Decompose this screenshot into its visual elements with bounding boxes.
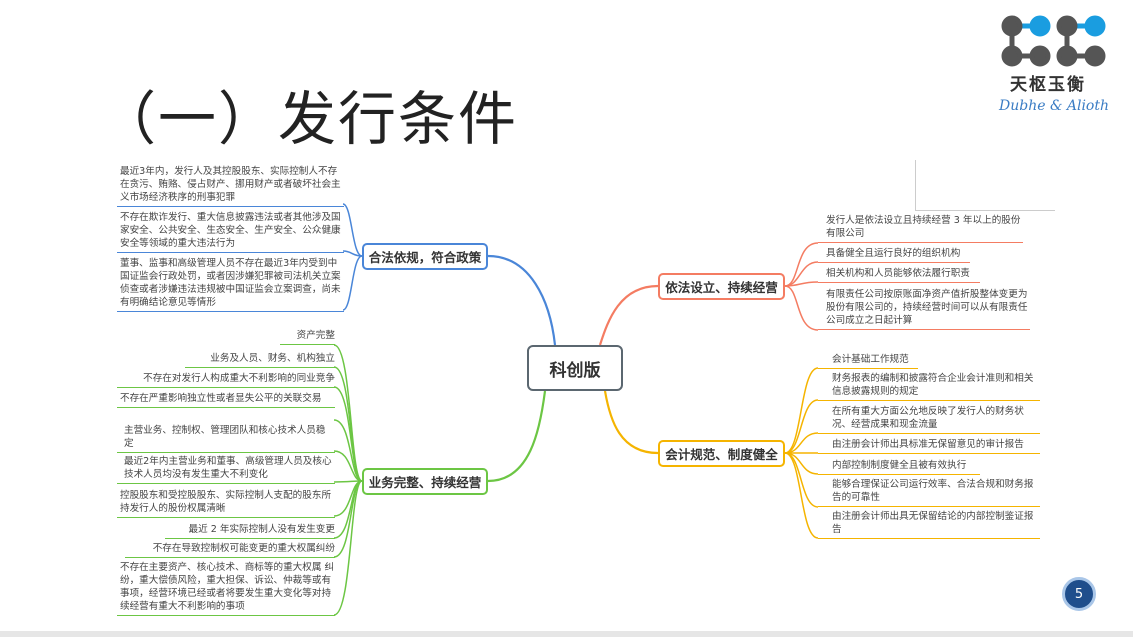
connector-business: [487, 390, 547, 483]
leaf-item[interactable]: 不存在主要资产、核心技术、商标等的重大权属 纠纷，重大偿债风险，重大担保、诉讼、…: [117, 561, 335, 616]
leaf-item[interactable]: 不存在欺诈发行、重大信息披露违法或者其他涉及国家安全、公共安全、生态安全、生产安…: [117, 211, 344, 253]
connector-established: [598, 284, 659, 346]
leaf-item[interactable]: 发行人是依法设立且持续经营 3 年以上的股份有限公司: [818, 214, 1023, 243]
logo-molecule-icon: [1001, 15, 1106, 67]
leaf-item[interactable]: 由注册会计师出具标准无保留意见的审计报告: [818, 438, 1040, 454]
leaf-item[interactable]: 最近2年内主营业务和董事、高级管理人员及核心技术人员均没有发生重大不利变化: [117, 455, 335, 484]
central-topic[interactable]: 科创版: [527, 345, 623, 391]
branch-accounting-standards[interactable]: 会计规范、制度健全: [658, 440, 785, 467]
bottom-bar: [0, 631, 1133, 637]
connector-accounting: [603, 390, 659, 455]
leaf-item[interactable]: 内部控制制度健全且被有效执行: [818, 459, 980, 475]
company-logo: 天枢玉衡 Dubhe & Alioth: [995, 14, 1115, 124]
leaf-item[interactable]: 由注册会计师出具无保留结论的内部控制鉴证报告: [818, 510, 1040, 539]
leaf-item[interactable]: 会计基础工作规范: [818, 353, 918, 369]
branch-legally-established[interactable]: 依法设立、持续经营: [658, 273, 785, 300]
slide-title: （一）发行条件: [98, 85, 519, 153]
branch-business-integrity[interactable]: 业务完整、持续经营: [362, 468, 488, 495]
leaf-item[interactable]: 相关机构和人员能够依法履行职责: [818, 267, 980, 283]
leaf-item[interactable]: 业务及人员、财务、机构独立: [185, 352, 335, 368]
leaf-item[interactable]: 最近 2 年实际控制人没有发生变更: [165, 523, 335, 539]
page-number-badge: 5: [1062, 577, 1096, 611]
leaf-item[interactable]: 不存在对发行人构成重大不利影响的同业竞争: [117, 372, 335, 388]
leaf-item[interactable]: 董事、监事和高级管理人员不存在最近3年内受到中国证监会行政处罚，或者因涉嫌犯罪被…: [117, 257, 344, 312]
leaf-item[interactable]: 有限责任公司按原账面净资产值折股整体变更为股份有限公司的，持续经营时间可以从有限…: [818, 288, 1030, 330]
leaf-item[interactable]: 不存在严重影响独立性或者显失公平的关联交易: [117, 392, 335, 408]
leaf-item[interactable]: 控股股东和受控股股东、实际控制人支配的股东所持发行人的股份权属清晰: [117, 489, 335, 518]
leaf-item[interactable]: 能够合理保证公司运行效率、合法合规和财务报告的可靠性: [818, 478, 1040, 507]
leaf-item[interactable]: 具备健全且运行良好的组织机构: [818, 247, 970, 263]
logo-english-name: Dubhe & Alioth: [999, 98, 1110, 114]
leaf-item[interactable]: 不存在导致控制权可能变更的重大权属纠纷: [125, 542, 335, 558]
connector-legal: [487, 254, 557, 346]
leaf-item[interactable]: 财务报表的编制和披露符合企业会计准则和相关信息披露规则的规定: [818, 372, 1040, 401]
leaf-item[interactable]: 资产完整: [280, 329, 335, 345]
branch-legal-compliance[interactable]: 合法依规，符合政策: [362, 243, 488, 270]
leaf-item[interactable]: 在所有重大方面公允地反映了发行人的财务状况、经营成果和现金流量: [818, 405, 1040, 434]
leaf-item[interactable]: 最近3年内，发行人及其控股股东、实际控制人不存在贪污、贿赂、侵占财产、挪用财产或…: [117, 165, 344, 207]
decorative-frame: [915, 160, 1055, 211]
leaf-item[interactable]: 主营业务、控制权、管理团队和核心技术人员稳定: [117, 424, 335, 453]
logo-chinese-name: 天枢玉衡: [1010, 75, 1086, 95]
